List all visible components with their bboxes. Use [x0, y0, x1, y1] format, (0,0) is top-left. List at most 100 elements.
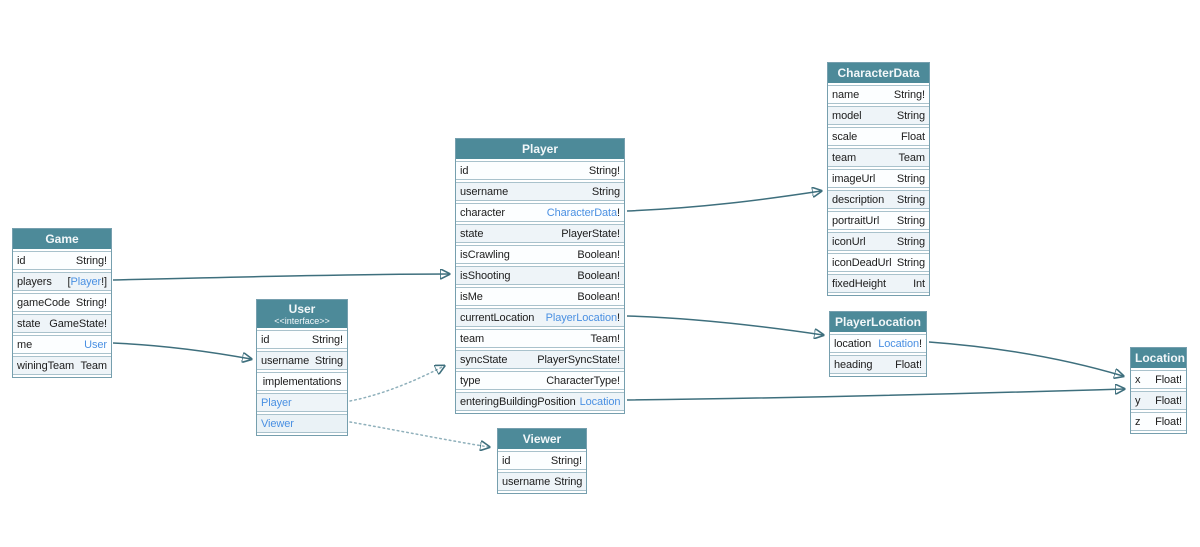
field-type: CharacterData!	[546, 206, 620, 219]
entity-header-game[interactable]: Game	[13, 229, 111, 249]
field-name: players	[17, 275, 52, 288]
field-type: String	[896, 193, 925, 206]
table-row-description[interactable]: description String	[828, 190, 929, 209]
field-name: id	[460, 164, 469, 177]
field-type: String	[896, 214, 925, 227]
type-link[interactable]: Player	[70, 275, 102, 288]
entity-title: CharacterData	[837, 66, 920, 80]
field-name: me	[17, 338, 33, 351]
field-name: winingTeam	[17, 359, 75, 372]
table-row-x[interactable]: x Float!	[1131, 370, 1186, 389]
field-name: name	[832, 88, 860, 101]
field-name: isMe	[460, 290, 483, 303]
field-type: Int	[913, 277, 925, 290]
table-row-winingTeam[interactable]: winingTeam Team	[13, 356, 111, 375]
type-link[interactable]: Location	[579, 395, 621, 408]
field-type: Float!	[1155, 373, 1182, 386]
field-type: String!	[75, 254, 107, 267]
table-row-implementations[interactable]: implementations	[257, 372, 347, 391]
entity-header-characterdata[interactable]: CharacterData	[828, 63, 929, 83]
entity-header-playerlocation[interactable]: PlayerLocation	[830, 312, 926, 332]
field-name: enteringBuildingPosition	[460, 395, 576, 408]
edge-user-implementation-to-viewer	[349, 421, 489, 447]
type-link[interactable]: User	[84, 338, 107, 351]
field-name: description	[832, 193, 885, 206]
field-name: username	[261, 354, 310, 367]
table-row-me[interactable]: me User	[13, 335, 111, 354]
entity-title: PlayerLocation	[834, 315, 922, 329]
field-type: PlayerLocation!	[545, 311, 620, 324]
type-link[interactable]: CharacterData	[546, 206, 618, 219]
table-row-username[interactable]: username String	[257, 351, 347, 370]
field-name: x	[1135, 373, 1141, 386]
field-type: Boolean!	[577, 269, 620, 282]
table-row-Player[interactable]: Player	[257, 393, 347, 412]
type-link[interactable]: PlayerLocation	[545, 311, 618, 324]
field-name: id	[261, 333, 270, 346]
table-row-isCrawling[interactable]: isCrawling Boolean!	[456, 245, 624, 264]
table-row-iconDeadUrl[interactable]: iconDeadUrl String	[828, 253, 929, 272]
entity-header-location[interactable]: Location	[1131, 348, 1186, 368]
entity-header-user[interactable]: User <<interface>>	[257, 300, 347, 328]
implementation-link[interactable]: Player	[261, 396, 292, 409]
field-type: String!	[550, 454, 582, 467]
implementation-link[interactable]: Viewer	[261, 417, 294, 430]
edge-player-currentlocation-to-playerlocation	[626, 315, 823, 335]
table-row-players[interactable]: players[Player!]	[13, 272, 111, 291]
field-name: isCrawling	[460, 248, 510, 261]
field-name: character	[460, 206, 505, 219]
edge-game-players-to-player	[112, 274, 449, 281]
field-name: imageUrl	[832, 172, 876, 185]
entity-title: Game	[45, 232, 79, 246]
table-row-fixedHeight[interactable]: fixedHeight Int	[828, 274, 929, 293]
table-row-character[interactable]: character CharacterData!	[456, 203, 624, 222]
field-name: fixedHeight	[832, 277, 886, 290]
field-name: username	[502, 475, 551, 488]
field-type: String	[314, 354, 343, 367]
entity-header-player[interactable]: Player	[456, 139, 624, 159]
field-type: Team	[80, 359, 108, 372]
edge-user-implementation-to-player	[349, 366, 444, 402]
field-type: String	[896, 256, 925, 269]
field-type: Boolean!	[577, 248, 620, 261]
type-link[interactable]: Location	[878, 337, 920, 350]
entity-title: Viewer	[522, 432, 562, 446]
field-name: team	[832, 151, 857, 164]
field-name: iconDeadUrl	[832, 256, 892, 269]
entity-title: Location	[1135, 351, 1185, 365]
entity-header-viewer[interactable]: Viewer	[498, 429, 586, 449]
table-row-Viewer[interactable]: Viewer	[257, 414, 347, 433]
